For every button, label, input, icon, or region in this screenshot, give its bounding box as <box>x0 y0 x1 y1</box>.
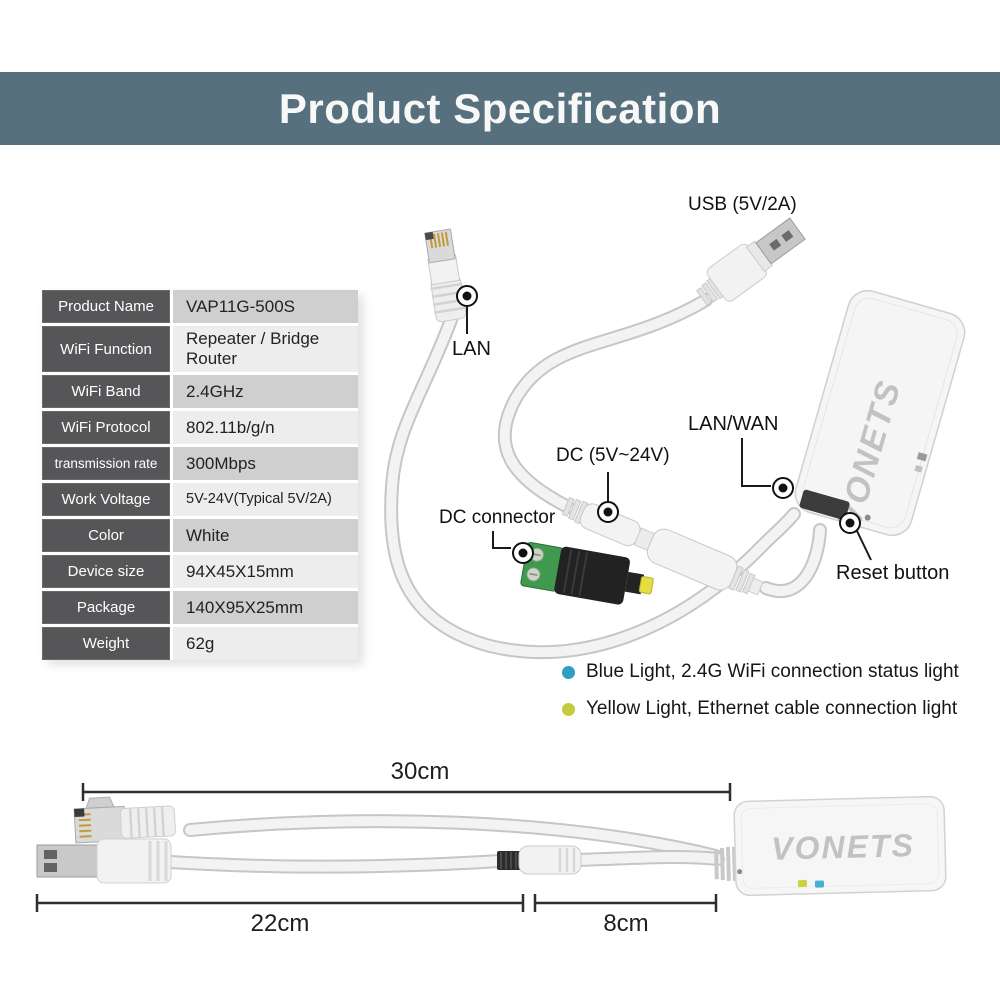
blue-led <box>814 880 825 888</box>
table-row: Color White <box>42 519 358 552</box>
dc-connector-label: DC connector <box>439 507 556 528</box>
spec-value: 802.11b/g/n <box>173 411 358 444</box>
table-row: WiFi Protocol 802.11b/g/n <box>42 411 358 444</box>
reset-hole <box>864 514 871 521</box>
device-pigtail-cable <box>759 523 827 598</box>
spec-label: Device size <box>42 555 170 588</box>
spec-value: 2.4GHz <box>173 375 358 408</box>
dc-barrel-connector-icon <box>561 497 764 596</box>
legend-text: Blue Light, 2.4G WiFi connection status … <box>586 661 959 682</box>
yellow-led <box>797 879 808 888</box>
table-row: transmission rate 300Mbps <box>42 447 358 480</box>
table-row: Product Name VAP11G-500S <box>42 290 358 323</box>
rj45-connector-icon <box>424 228 467 323</box>
table-row: WiFi Function Repeater / Bridge Router <box>42 326 358 372</box>
spec-label: Weight <box>42 627 170 660</box>
dc-label: DC (5V~24V) <box>556 445 670 466</box>
rj45-connector-bottom-icon <box>73 796 176 844</box>
spec-value: VAP11G-500S <box>173 290 358 323</box>
spec-value: 5V-24V(Typical 5V/2A) <box>173 483 358 516</box>
brand-logo: VONETS <box>771 827 915 867</box>
spec-value: White <box>173 519 358 552</box>
dimension-right-label: 8cm <box>603 910 649 937</box>
ethernet-cable <box>384 313 801 660</box>
legend-item-blue: Blue Light, 2.4G WiFi connection status … <box>562 660 959 684</box>
device-body-upper: VONETS <box>794 289 966 537</box>
table-row: Device size 94X45X15mm <box>42 555 358 588</box>
table-row: Work Voltage 5V-24V(Typical 5V/2A) <box>42 483 358 516</box>
lan-callout-dot <box>456 285 478 307</box>
header-banner: Product Specification <box>0 72 1000 145</box>
lan-wan-label: LAN/WAN <box>688 413 779 435</box>
spec-label: Work Voltage <box>42 483 170 516</box>
usb-label: USB (5V/2A) <box>688 194 797 215</box>
usb-plug-bottom-icon <box>36 838 172 884</box>
led-legend: Blue Light, 2.4G WiFi connection status … <box>562 660 959 734</box>
spec-table: Product Name VAP11G-500S WiFi Function R… <box>42 290 358 660</box>
spec-value: 62g <box>173 627 358 660</box>
dc-connector-callout-dot <box>512 542 534 564</box>
lan-label: LAN <box>452 338 491 360</box>
dimension-lines <box>35 783 732 912</box>
dc-terminal-connector-icon <box>520 541 654 605</box>
spec-value: 140X95X25mm <box>173 591 358 624</box>
usb-power-cable <box>497 293 713 514</box>
spec-label: transmission rate <box>42 447 170 480</box>
spec-label: Package <box>42 591 170 624</box>
yellow-bullet-icon <box>562 702 575 716</box>
callout-markers <box>456 285 872 564</box>
bottom-cables <box>163 814 725 874</box>
table-row: WiFi Band 2.4GHz <box>42 375 358 408</box>
usb-plug-icon <box>696 217 806 306</box>
spec-label: WiFi Function <box>42 326 170 372</box>
legend-text: Yellow Light, Ethernet cable connection … <box>586 698 958 719</box>
spec-label: WiFi Band <box>42 375 170 408</box>
spec-label: WiFi Protocol <box>42 411 170 444</box>
dc-callout-dot <box>597 501 619 523</box>
dimension-total-label: 30cm <box>390 758 450 785</box>
spec-value: 94X45X15mm <box>173 555 358 588</box>
lan-wan-callout-dot <box>772 477 794 499</box>
spec-value: 300Mbps <box>173 447 358 480</box>
spec-label: Product Name <box>42 290 170 323</box>
spec-value: Repeater / Bridge Router <box>173 326 358 372</box>
spec-label: Color <box>42 519 170 552</box>
lan-wan-port <box>799 489 850 520</box>
dimension-left-label: 22cm <box>250 910 310 937</box>
table-row: Weight 62g <box>42 627 358 660</box>
device-body-bottom: VONETS <box>714 795 947 897</box>
page-title: Product Specification <box>278 84 722 132</box>
blue-bullet-icon <box>562 665 575 679</box>
legend-item-yellow: Yellow Light, Ethernet cable connection … <box>562 697 959 721</box>
reset-button-label: Reset button <box>836 562 950 584</box>
table-row: Package 140X95X25mm <box>42 591 358 624</box>
reset-callout-dot <box>839 512 861 534</box>
dc-barrel-bottom-icon <box>497 845 582 875</box>
